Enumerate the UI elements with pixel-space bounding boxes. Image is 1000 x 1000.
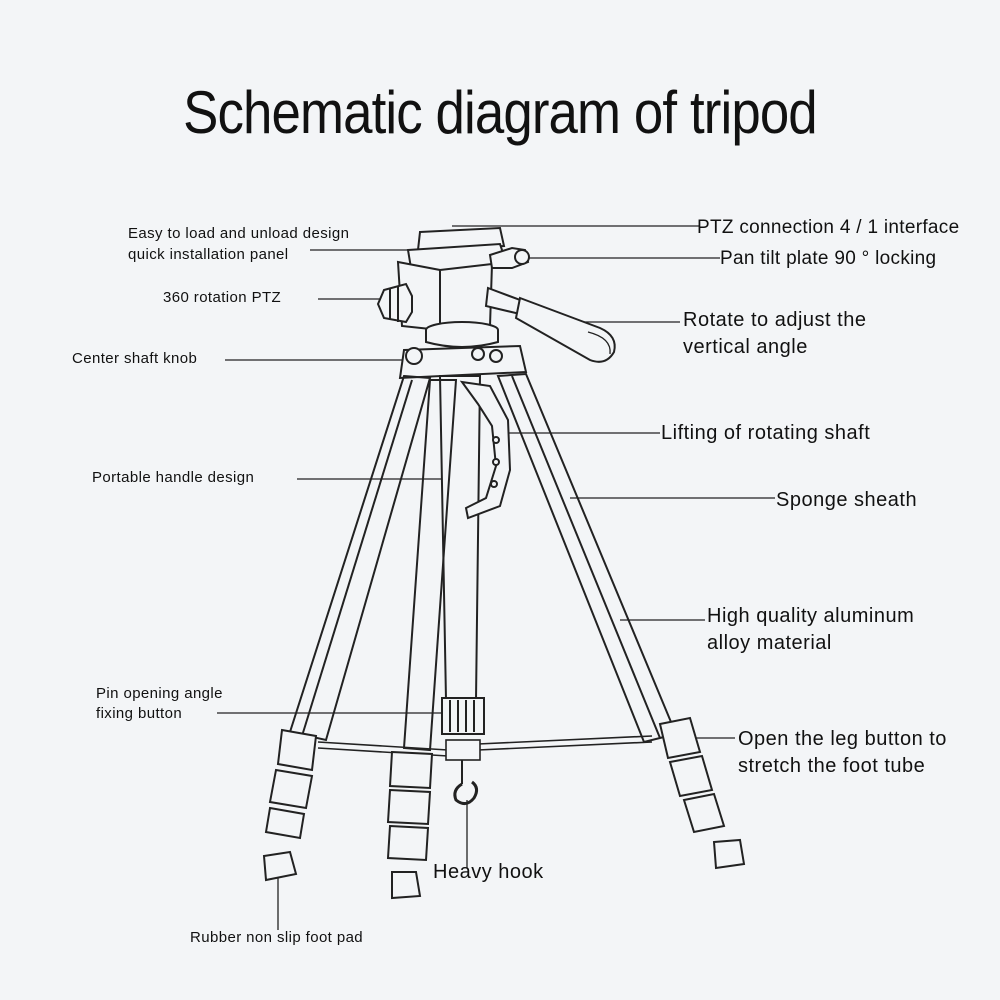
label-pan-tilt-locking: Pan tilt plate 90 ° locking	[720, 248, 937, 269]
label-aluminum-material: High quality aluminum alloy material	[707, 605, 915, 654]
ptz-head	[376, 226, 616, 363]
label-open-leg-button: Open the leg button to stretch the foot …	[738, 728, 947, 777]
label-heavy-hook: Heavy hook	[433, 861, 544, 883]
rubber-feet	[262, 838, 746, 900]
label-sponge-sheath: Sponge sheath	[776, 489, 918, 511]
leg-spreader	[317, 735, 653, 761]
leader-lines	[217, 225, 775, 930]
heavy-hook	[453, 760, 479, 805]
label-quick-install: Easy to load and unload design quick ins…	[128, 225, 350, 263]
diagram-title: Schematic diagram of tripod	[183, 79, 817, 146]
label-rotate-adjust: Rotate to adjust the vertical angle	[683, 309, 867, 358]
tripod-legs	[288, 372, 678, 752]
pin-fixing-collar	[441, 697, 485, 735]
label-360-rotation-ptz: 360 rotation PTZ	[163, 289, 282, 306]
label-center-shaft-knob: Center shaft knob	[72, 350, 198, 367]
leg-locks	[264, 716, 726, 862]
label-pin-opening: Pin opening angle fixing button	[96, 685, 223, 722]
tripod-crown	[398, 344, 528, 701]
label-lifting-shaft: Lifting of rotating shaft	[661, 422, 871, 444]
label-ptz-connection: PTZ connection 4 / 1 interface	[697, 217, 960, 238]
label-portable-handle: Portable handle design	[92, 469, 255, 486]
label-rubber-foot-pad: Rubber non slip foot pad	[190, 929, 364, 946]
